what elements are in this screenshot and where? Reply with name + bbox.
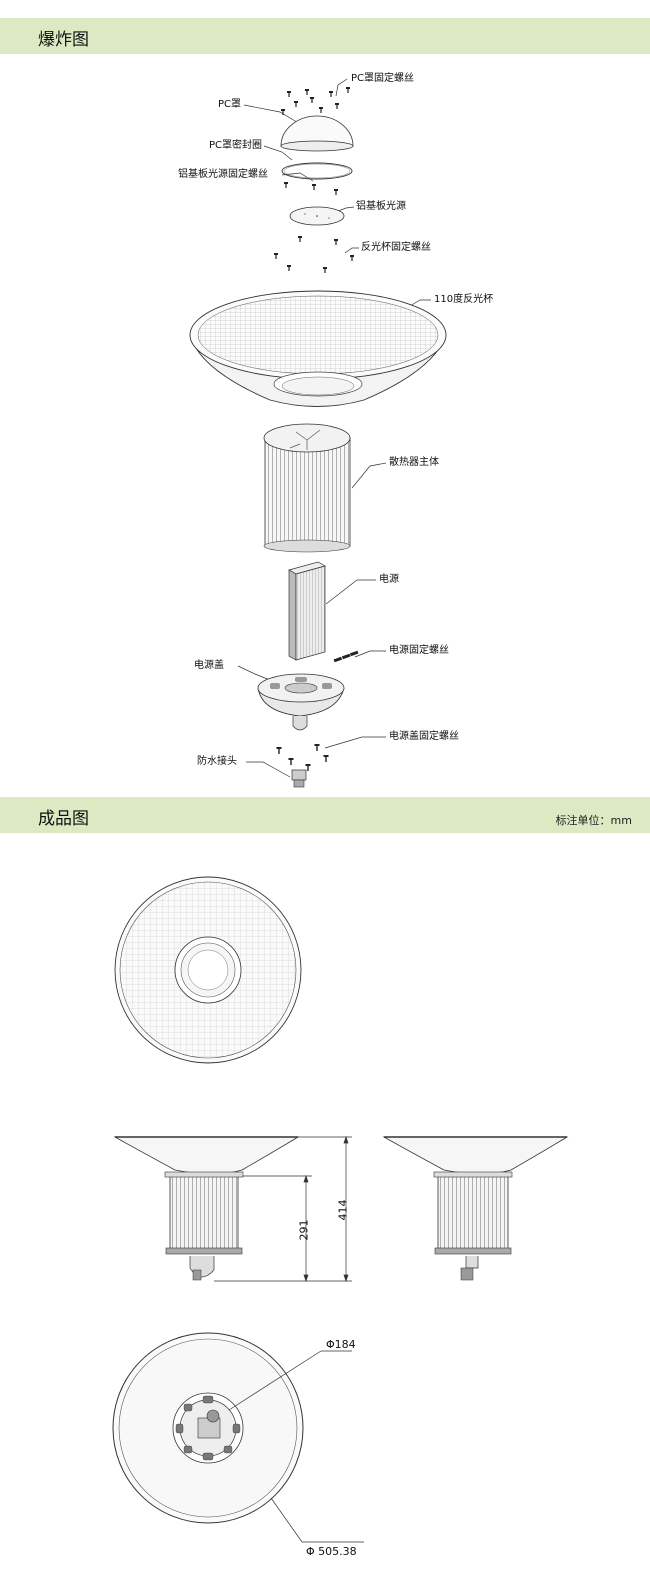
bottom-view: [112, 1332, 364, 1543]
section-title-finished: 成品图: [38, 809, 89, 829]
power-cover: [257, 673, 345, 731]
label-board-screws: 铝基板光源固定螺丝: [178, 169, 268, 180]
section-header-finished: 成品图 标注单位：mm: [0, 797, 650, 833]
pc-cover-seal-ring: [281, 162, 353, 180]
power-supply-unit: [288, 561, 326, 661]
reflector-bowl: [189, 290, 447, 407]
side-view-side: [382, 1136, 569, 1281]
dimension-lines: [214, 1135, 352, 1283]
label-pc-cover-seal: PC罩密封圈: [209, 140, 263, 151]
label-heatsink: 散热器主体: [389, 457, 439, 468]
label-power-screws: 电源固定螺丝: [389, 645, 449, 656]
waterproof-connector: [291, 769, 307, 788]
label-power-cover: 电源盖: [194, 660, 224, 671]
label-waterproof-connector: 防水接头: [197, 756, 237, 767]
heatsink-body: [263, 423, 351, 553]
dim-diameter-body: Φ184: [326, 1338, 356, 1351]
screws-top: [281, 87, 350, 115]
leader-lines: [237, 78, 431, 778]
side-view-front: [113, 1136, 300, 1281]
finished-product-drawing: [112, 876, 569, 1543]
label-led-board: 铝基板光源: [356, 201, 406, 212]
label-pc-cover-screws: PC罩固定螺丝: [351, 73, 415, 84]
label-pc-cover: PC罩: [218, 99, 242, 110]
screws-board: [284, 182, 338, 195]
label-cover-screws: 电源盖固定螺丝: [389, 731, 459, 742]
section-title-exploded: 爆炸图: [38, 30, 89, 50]
label-reflector-screws: 反光杯固定螺丝: [361, 242, 431, 253]
led-board: [289, 206, 345, 226]
unit-note: 标注单位：mm: [555, 814, 632, 827]
dim-height-body: 291: [297, 1219, 311, 1241]
screws-reflector: [274, 236, 354, 273]
label-power-supply: 电源: [379, 574, 399, 585]
label-reflector: 110度反光杯: [434, 294, 494, 305]
section-header-exploded: 爆炸图: [0, 18, 650, 54]
pc-cover-dome: [280, 115, 354, 152]
screws-cover: [276, 744, 329, 771]
top-view: [114, 876, 302, 1064]
exploded-view-drawing: [189, 78, 447, 788]
dim-height-total: 414: [336, 1199, 350, 1221]
dim-diameter-reflector: Φ 505.38: [306, 1545, 357, 1558]
screws-power: [333, 650, 359, 663]
